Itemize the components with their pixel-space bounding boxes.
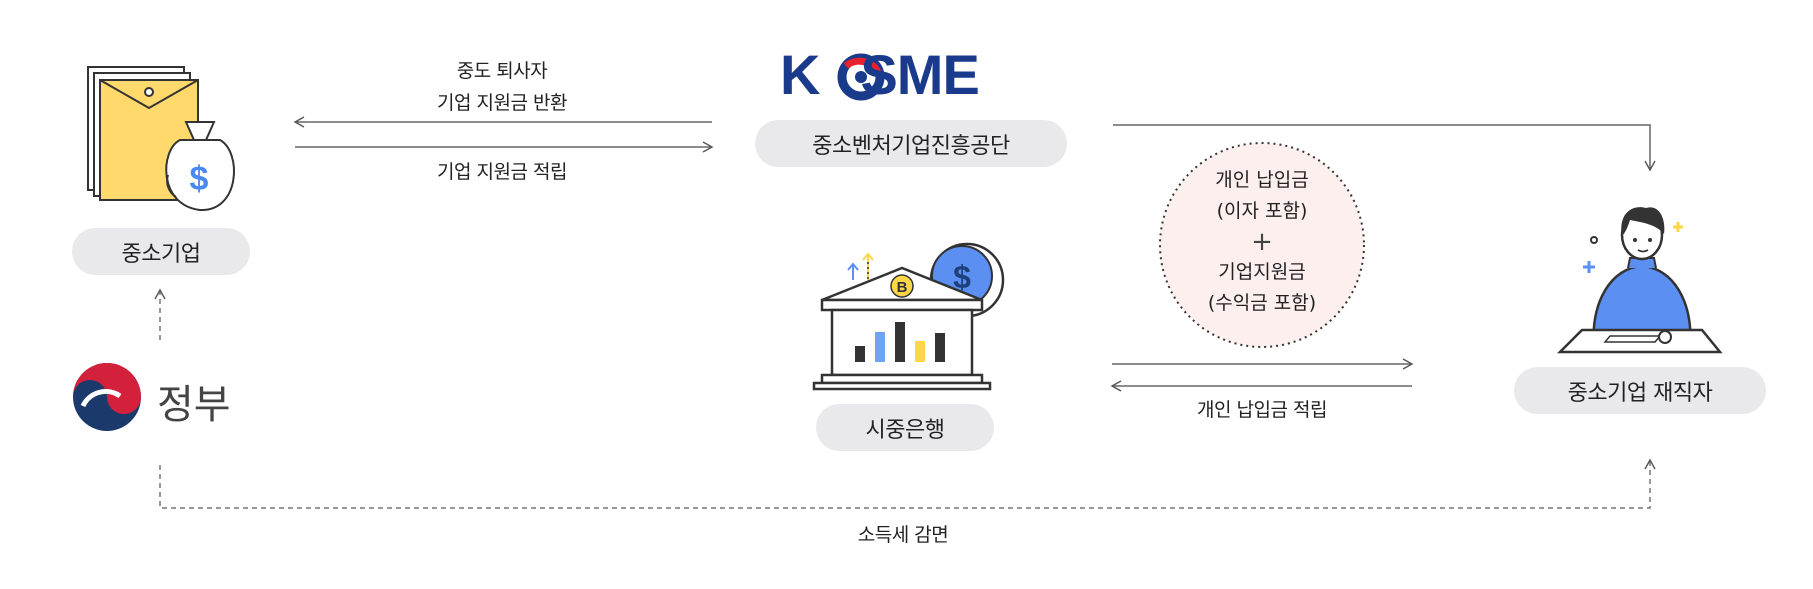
bank-building-icon xyxy=(812,242,1005,391)
node-bank: 시중은행 xyxy=(816,404,994,451)
coin-symbol-bank: $ xyxy=(953,259,971,295)
kosme-swirl-icon xyxy=(837,53,885,101)
label-return-line1: 중도 퇴사자 xyxy=(456,60,548,82)
circle-line3: 기업지원금 xyxy=(1218,261,1306,283)
circle-line2: (이자 포함) xyxy=(1216,200,1308,222)
coin-symbol: $ xyxy=(190,160,209,198)
taegeuk-emblem-icon xyxy=(73,363,141,431)
tax-arrow xyxy=(159,458,1656,509)
node-employee: 중소기업 재직자 xyxy=(1514,367,1766,414)
person-at-desk-icon xyxy=(1556,207,1723,354)
circle-plus: + xyxy=(1251,227,1273,257)
circle-line4: (수익금 포함) xyxy=(1207,292,1317,314)
bank-symbol: B xyxy=(897,279,908,296)
combined-circle-text: 개인 납입금 (이자 포함) + 기업지원금 (수익금 포함) xyxy=(1160,165,1364,319)
kosme-to-employee-arrow xyxy=(1113,124,1656,172)
combined-circle xyxy=(1159,142,1365,348)
node-sme: 중소기업 xyxy=(72,228,250,275)
circle-line1: 개인 납입금 xyxy=(1215,169,1309,191)
node-kosme: 중소벤처기업진흥공단 xyxy=(755,120,1067,167)
envelope-moneybag-icon xyxy=(87,66,235,212)
label-personal-accumulate: 개인 납입금 적립 xyxy=(1197,399,1327,421)
label-accumulate: 기업 지원금 적립 xyxy=(437,161,567,183)
label-tax: 소득세 감면 xyxy=(857,524,949,546)
node-government: 정부 xyxy=(157,382,231,428)
label-return-line2: 기업 지원금 반환 xyxy=(437,92,567,114)
